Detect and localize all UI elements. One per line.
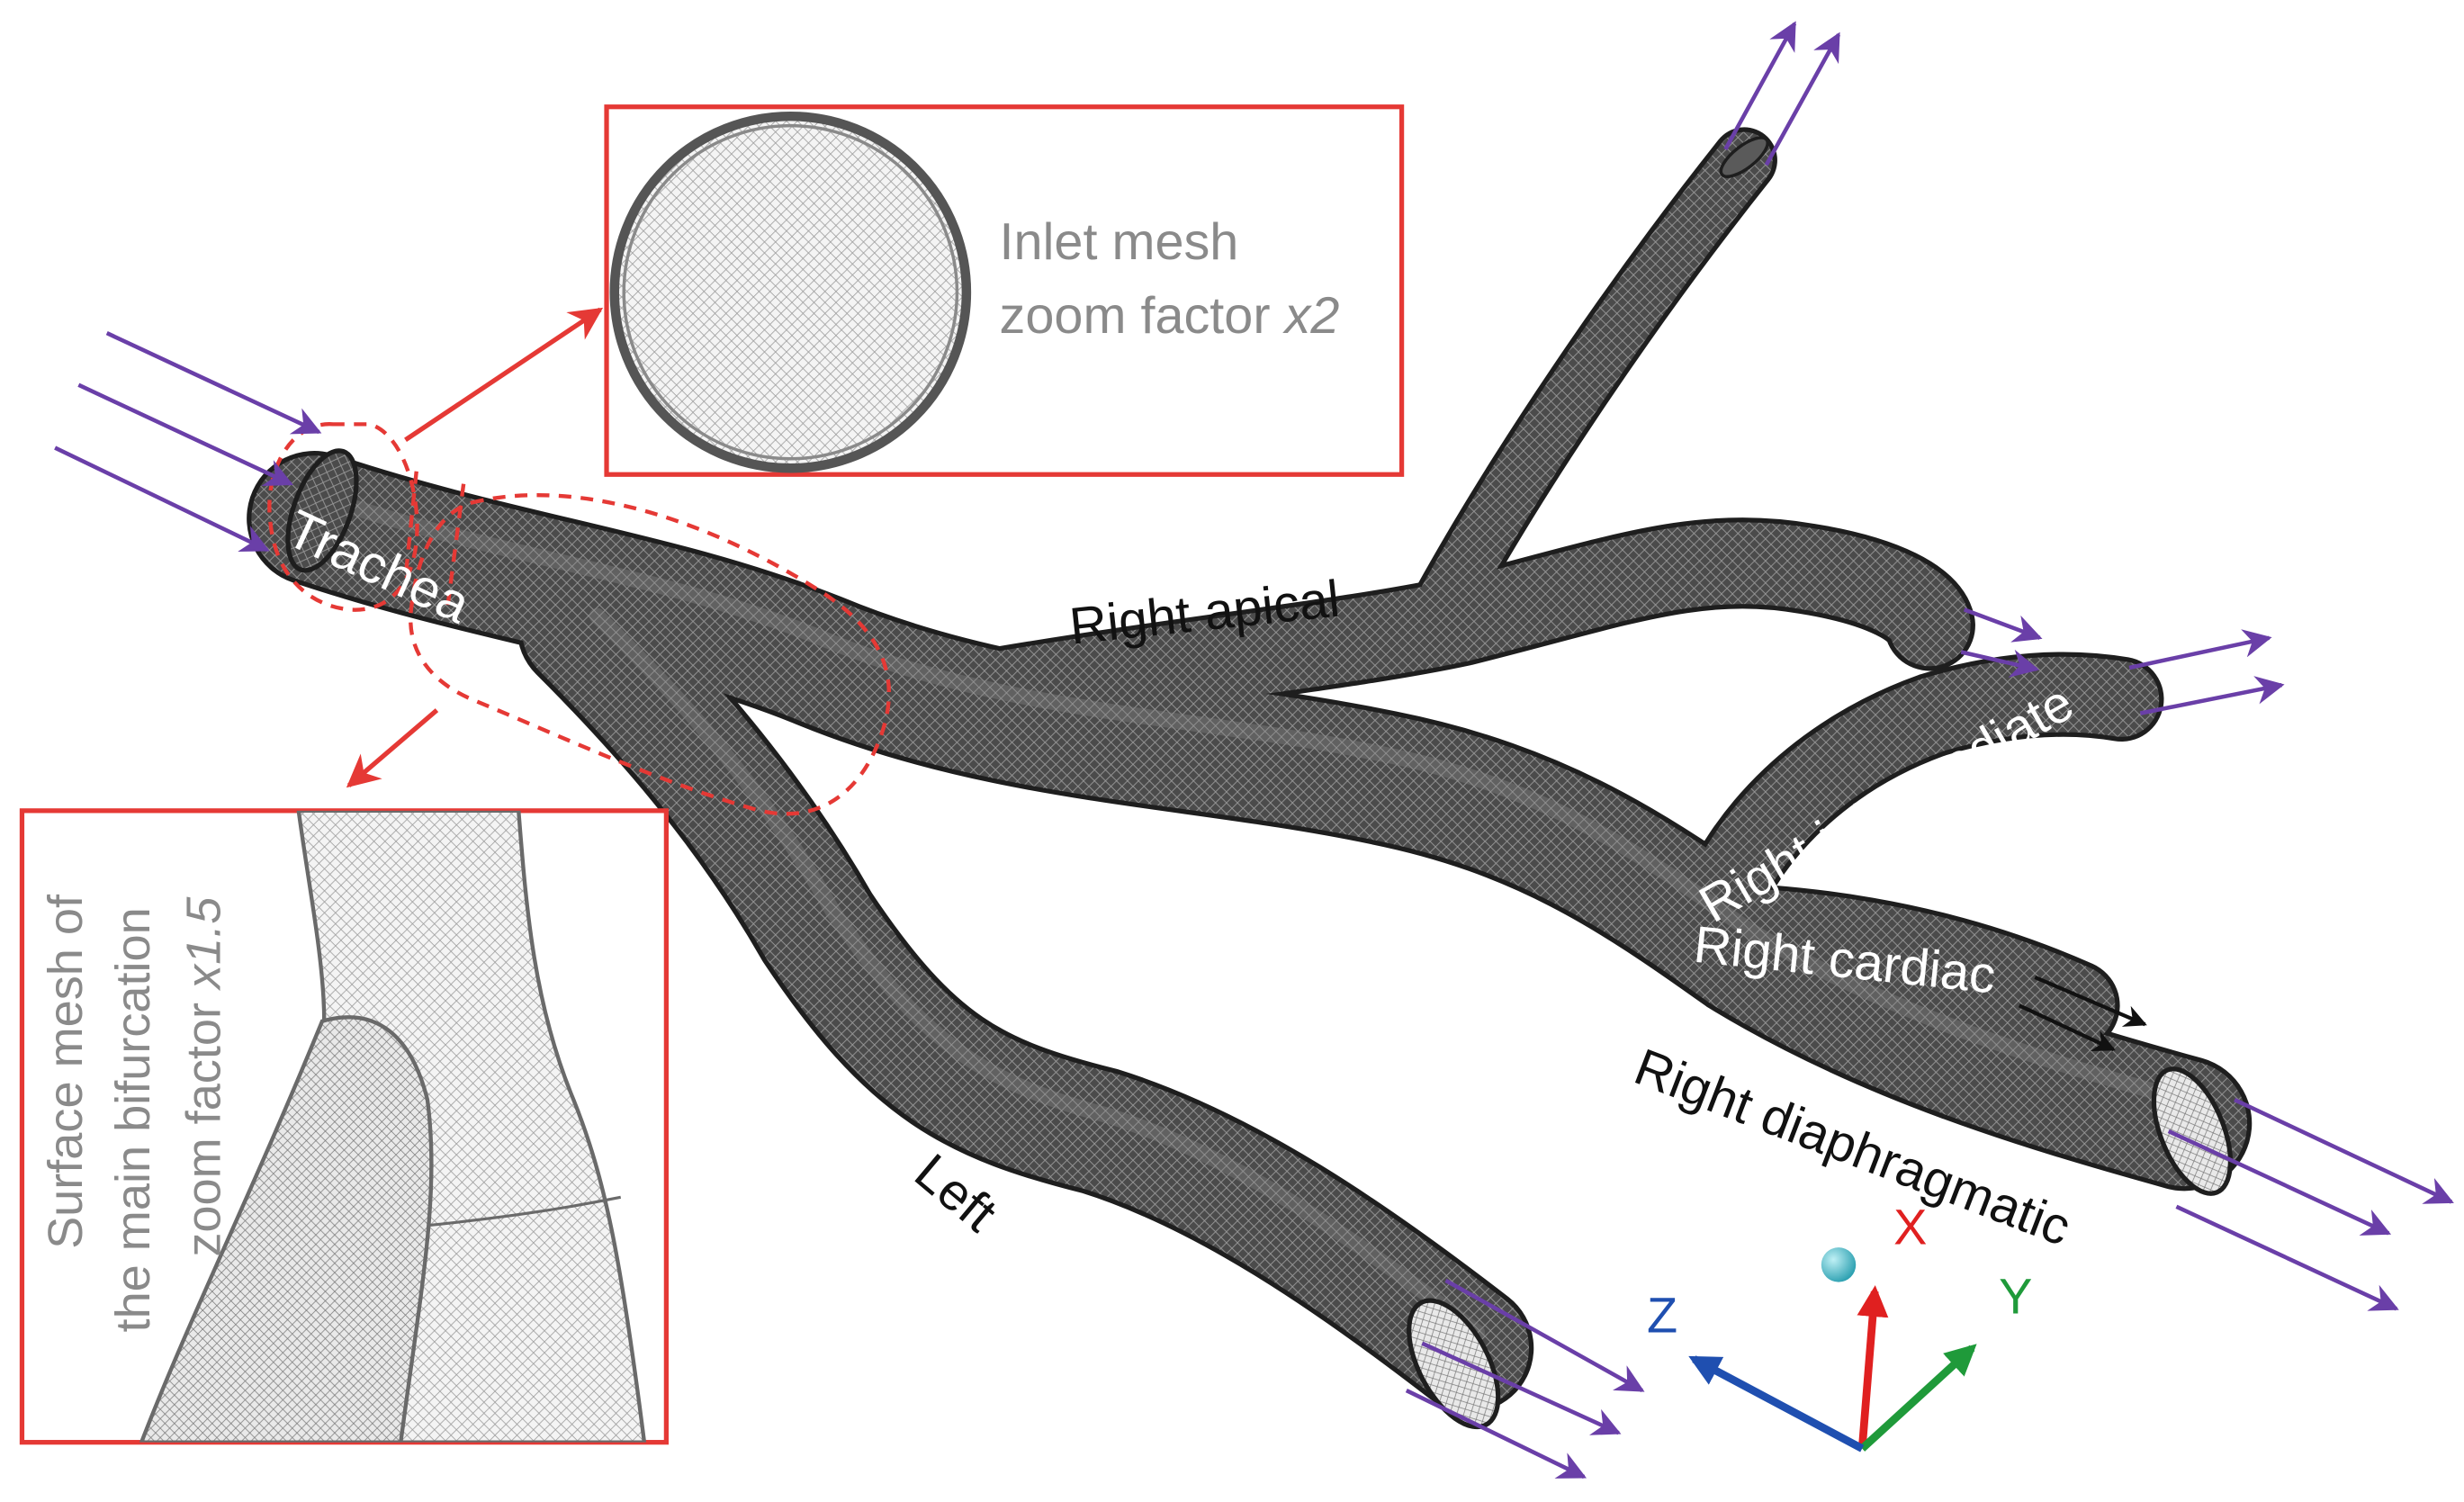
inlet-zoom-pointer	[406, 310, 601, 440]
inlet-arrow-1	[107, 333, 319, 432]
sphere-icon	[1821, 1247, 1856, 1282]
inlet-zoom-factor-value: x2	[1282, 287, 1340, 345]
outlet-diaphragmatic-arrow-1	[2235, 1100, 2451, 1201]
axis-x-label: X	[1893, 1199, 1927, 1255]
inlet-zoom-title: Inlet mesh	[1000, 213, 1239, 271]
svg-text:zoom factor x1.5: zoom factor x1.5	[176, 896, 230, 1257]
bifurcation-zoom-line3-prefix: zoom factor	[176, 989, 230, 1257]
bifurcation-zoom-caption: Surface mesh of	[39, 894, 93, 1249]
axis-y-arrow	[1862, 1348, 1972, 1449]
inlet-arrow-2	[78, 385, 291, 484]
coordinate-triad: X Y Z	[1647, 1199, 2032, 1449]
inlet-zoom-factor-prefix: zoom factor	[1000, 287, 1285, 345]
inlet-mesh-disc	[615, 116, 967, 468]
inlet-arrow-3	[55, 448, 267, 550]
bifurcation-zoom-line2: the main bifurcation	[106, 907, 160, 1332]
svg-text:the main bifurcation: the main bifurcation	[106, 907, 160, 1332]
bifurcation-zoom-pointer	[349, 710, 437, 786]
inlet-zoom-panel: Inlet mesh zoom factor x2	[607, 107, 1402, 475]
outlet-intermediate-arrow-1	[2129, 638, 2269, 668]
bifurcation-zoom-panel: Surface mesh of the main bifurcation zoo…	[22, 811, 666, 1443]
outlet-apical-arrow-1	[1965, 609, 2040, 637]
axis-z-arrow	[1694, 1359, 1862, 1449]
axis-x-arrow	[1862, 1291, 1875, 1449]
bifurcation-zoom-factor-value: x1.5	[176, 896, 230, 992]
axis-z-label: Z	[1647, 1286, 1677, 1343]
bifurcation-zoom-line1: Surface mesh of	[39, 894, 93, 1249]
axis-y-label: Y	[1999, 1268, 2032, 1325]
inlet-zoom-factor-line: zoom factor x2	[1000, 287, 1340, 345]
